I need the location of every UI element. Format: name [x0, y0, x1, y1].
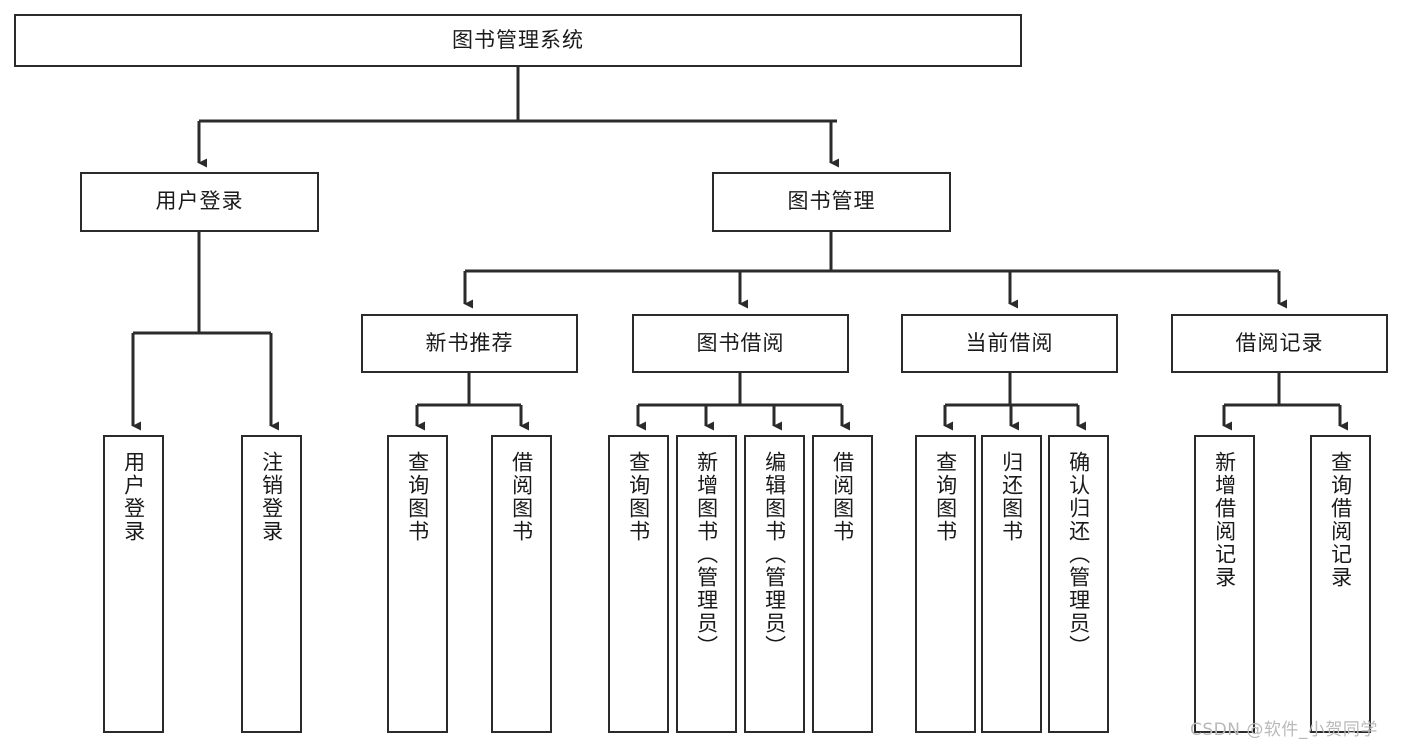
leaf-new-book-borrow-book[interactable]: 借阅图书: [491, 435, 552, 733]
node-label: 查询图书: [405, 451, 430, 543]
leaf-book-borrow-query-book[interactable]: 查询图书: [608, 435, 669, 733]
leaf-book-borrow-add-book[interactable]: 新增图书（管理员）: [676, 435, 737, 733]
leaf-current-borrow-confirm-return[interactable]: 确认归还（管理员）: [1048, 435, 1109, 733]
node-label: 确认归还（管理员）: [1066, 451, 1091, 658]
node-root-system[interactable]: 图书管理系统: [14, 14, 1022, 67]
node-label: 新书推荐: [425, 330, 514, 355]
node-label: 注销登录: [259, 451, 284, 543]
node-label: 当前借阅: [965, 330, 1054, 355]
leaf-current-borrow-query-book[interactable]: 查询图书: [915, 435, 976, 733]
leaf-current-borrow-return-book[interactable]: 归还图书: [981, 435, 1042, 733]
leaf-book-borrow-edit-book[interactable]: 编辑图书（管理员）: [744, 435, 805, 733]
node-book-borrow[interactable]: 图书借阅: [632, 314, 849, 373]
leaf-new-book-query-book[interactable]: 查询图书: [387, 435, 448, 733]
leaf-borrow-record-query-record[interactable]: 查询借阅记录: [1310, 435, 1371, 733]
leaf-user-login-logout[interactable]: 注销登录: [241, 435, 302, 733]
node-label: 借阅记录: [1235, 330, 1324, 355]
node-borrow-record[interactable]: 借阅记录: [1171, 314, 1388, 373]
node-label: 用户登录: [155, 189, 244, 214]
node-label: 图书借阅: [696, 330, 785, 355]
node-new-book-recommend[interactable]: 新书推荐: [361, 314, 578, 373]
node-label: 新增借阅记录: [1212, 451, 1237, 589]
node-label: 图书管理: [787, 189, 876, 214]
leaf-user-login-login[interactable]: 用户登录: [103, 435, 164, 733]
node-label: 借阅图书: [830, 451, 855, 543]
node-label: 编辑图书（管理员）: [762, 451, 787, 658]
leaf-borrow-record-add-record[interactable]: 新增借阅记录: [1194, 435, 1255, 733]
node-user-login[interactable]: 用户登录: [80, 172, 319, 232]
node-label: 归还图书: [999, 451, 1024, 543]
node-current-borrow[interactable]: 当前借阅: [901, 314, 1118, 373]
node-book-management[interactable]: 图书管理: [712, 172, 951, 232]
node-label: 查询图书: [933, 451, 958, 543]
node-label: 新增图书（管理员）: [694, 451, 719, 658]
node-label: 查询借阅记录: [1328, 451, 1353, 589]
node-label: 用户登录: [121, 451, 146, 543]
leaf-book-borrow-borrow-book[interactable]: 借阅图书: [812, 435, 873, 733]
node-label: 图书管理系统: [452, 27, 584, 52]
node-label: 借阅图书: [509, 451, 534, 543]
node-label: 查询图书: [626, 451, 651, 543]
